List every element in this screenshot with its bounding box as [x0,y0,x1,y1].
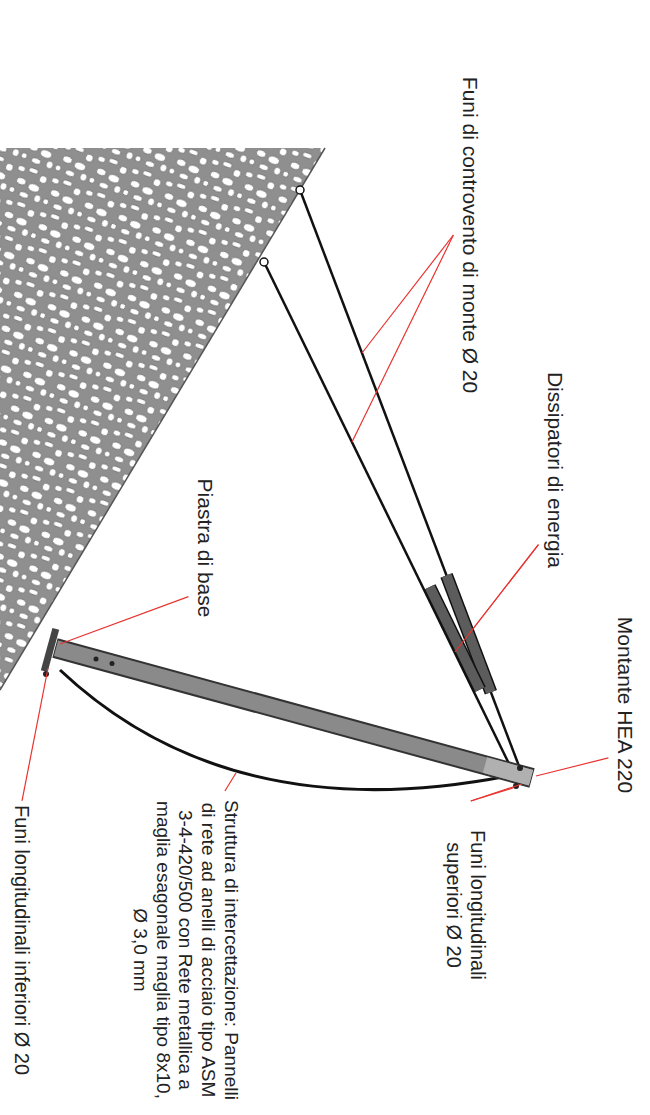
leader-line [455,545,538,652]
post-label: Montante HEA 220 [612,617,637,793]
anchor-point [296,186,304,194]
interception-net [60,670,508,790]
leader-line [352,235,453,442]
leader-line [362,235,453,353]
bolt-hole [517,765,523,771]
cable-label: Funi longitudinali superiori Ø 20 [442,805,490,1005]
cable-label: Funi di controvento di monte Ø 20 [457,77,482,393]
leader-line [225,773,236,791]
slope-terrain [0,148,325,690]
base-plate [44,629,56,671]
bolt-hole [110,661,115,666]
plate-label: Piastra di base [192,479,217,618]
leader-line [471,784,522,801]
energy-dissipator [430,587,480,690]
leader-line [60,597,188,644]
slope-edge [0,148,325,690]
anchor-point [260,258,268,266]
leader-line [471,788,513,801]
leader-line [22,668,48,801]
energy-dissipator [430,587,480,690]
post-hea220 [56,648,531,777]
dissipator-label: Dissipatori di energia [542,372,567,568]
bracing-cable [300,190,522,774]
bolt-hole [94,657,99,662]
cable-label: Funi longitudinali inferiori Ø 20 [10,805,34,1075]
leader-group [22,235,608,801]
net-label: Struttura di intercettazione: Pannelli d… [128,795,242,1105]
post-head [485,765,531,778]
leader-line [536,758,608,776]
post-hea220 [55,648,532,778]
